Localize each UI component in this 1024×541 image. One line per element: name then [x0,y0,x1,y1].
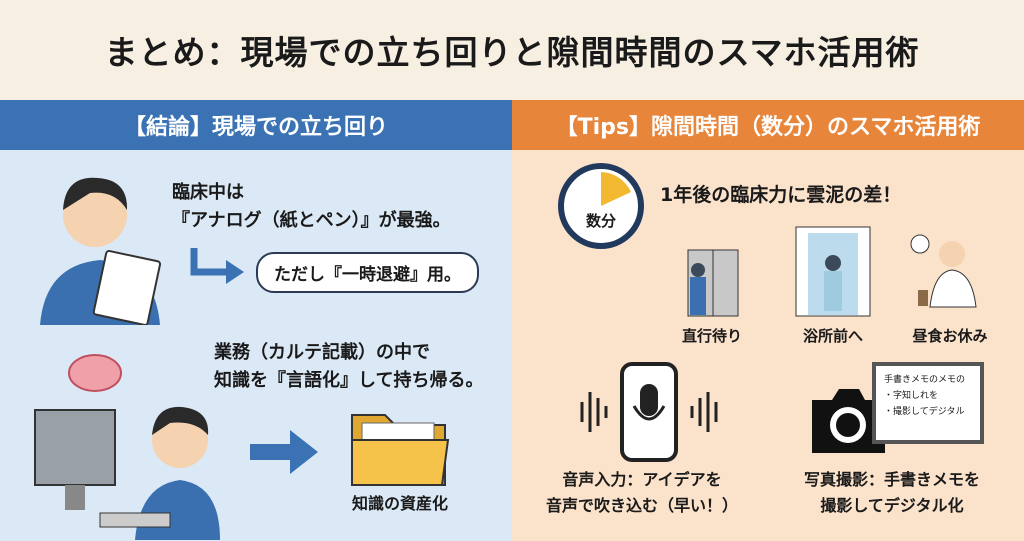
scene-label-2: 浴所前へ [802,327,863,345]
voice-input-caption: 音声入力：アイデアを音声で吹き込む（早い！） [532,467,752,519]
note-bubble: ただし『一時退避』用。 [256,252,479,293]
memo-line2: ・撮影してデジタル [884,407,965,417]
brain-icon [68,354,122,392]
photo-caption: 写真撮影：手書きメモを撮影してデジタル化 [782,467,1002,519]
point2-line2: 知識を『言語化』して持ち帰る。 [214,370,484,391]
photo-line1: 写真撮影：手書きメモを [803,470,980,489]
right-panel: 【Tips】隙間時間（数分）のスマホ活用術 数分 1年後の臨床力に雲泥の差！ 直… [512,100,1024,541]
clock-label: 数分 [585,212,616,230]
memo-line1: ・字知しれを [884,391,939,401]
point1-line1: 臨床中は [172,182,244,203]
point1-line2: 『アナログ（紙とペン）』が最強。 [172,210,451,231]
nurse-at-computer-illustration [34,406,220,540]
memo-title: 手書きメモのメモの [884,375,966,385]
scene-label-1: 直行待り [681,327,742,345]
voice-input-phone-icon [580,362,718,462]
handwritten-memo-board: 手書きメモのメモの ・字知しれを ・撮影してデジタル [872,362,984,444]
page-title: まとめ：現場での立ち回りと隙間時間のスマホ活用術 [104,33,920,72]
left-panel: 【結論】現場での立ち回り 臨床中は 『アナログ（紙とペン）』が最強。 ただし『一… [0,100,512,541]
voice-line1: 音声入力：アイデアを [562,470,722,489]
folder-caption: 知識の資産化 [351,494,448,513]
photo-line2: 撮影してデジタル化 [820,496,964,515]
headline: 1年後の臨床力に雲泥の差！ [660,184,902,206]
lunch-break-illustration [910,234,977,308]
nurse-with-notepad-illustration [40,177,162,325]
point2-line1: 業務（カルテ記載）の中で [214,342,430,363]
scene-label-3: 昼食お休み [912,327,988,345]
right-header: 【Tips】隙間時間（数分）のスマホ活用術 [512,100,1024,150]
arrow-right-icon [250,430,318,474]
left-header: 【結論】現場での立ち回り [0,100,512,150]
restroom-illustration [795,226,871,317]
arrow-icon [190,248,244,284]
camera-icon [812,389,885,453]
elevator-illustration [687,249,739,317]
folder-icon [351,414,450,486]
voice-line2: 音声で吹き込む（早い！） [545,496,738,515]
clock-icon [558,163,644,249]
